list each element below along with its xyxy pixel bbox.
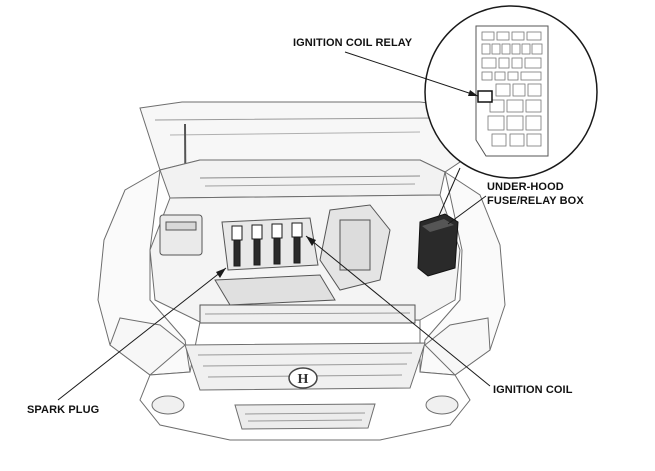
leader-spark-plug [57,267,227,401]
ignition-coil [251,224,263,266]
ignition-coil [231,225,243,267]
right-headlamp [424,317,491,376]
ignition-coil [271,223,283,265]
arrowhead [468,90,478,96]
svg-text:H: H [298,372,309,387]
honda-emblem: H [288,367,318,389]
lower-grille [234,403,376,430]
inset-connector [437,167,461,219]
label-spark-plug: SPARK PLUG [27,404,100,416]
arrowhead [216,268,226,278]
battery [159,214,203,256]
leader-ignition-coil-relay [344,51,479,97]
label-fuse-box-line1: UNDER-HOOD [487,181,564,193]
ignition-coil-group [231,222,303,267]
left-fog-lamp [151,395,185,415]
cowl-panel [159,159,446,199]
air-intake-duct [214,274,336,306]
label-fuse-relay-box: UNDER-HOOD FUSE/RELAY BOX [487,180,584,208]
arrowhead [306,236,316,246]
fuse-box-inset [424,5,598,179]
leader-ignition-coil [305,235,491,387]
fuse-relay-box [417,213,459,277]
engine-components [159,204,416,324]
ignition-coil [291,222,303,264]
ignition-coil-relay [477,90,493,103]
label-ignition-coil: IGNITION COIL [493,384,573,396]
left-headlamp [109,317,186,376]
leader-lines [57,51,491,401]
leader-arrows [216,90,478,278]
label-ignition-coil-relay: IGNITION COIL RELAY [293,37,413,49]
right-fog-lamp [425,395,459,415]
leader-fuse-relay-box [447,195,487,225]
label-fuse-box-line2: FUSE/RELAY BOX [487,195,584,207]
